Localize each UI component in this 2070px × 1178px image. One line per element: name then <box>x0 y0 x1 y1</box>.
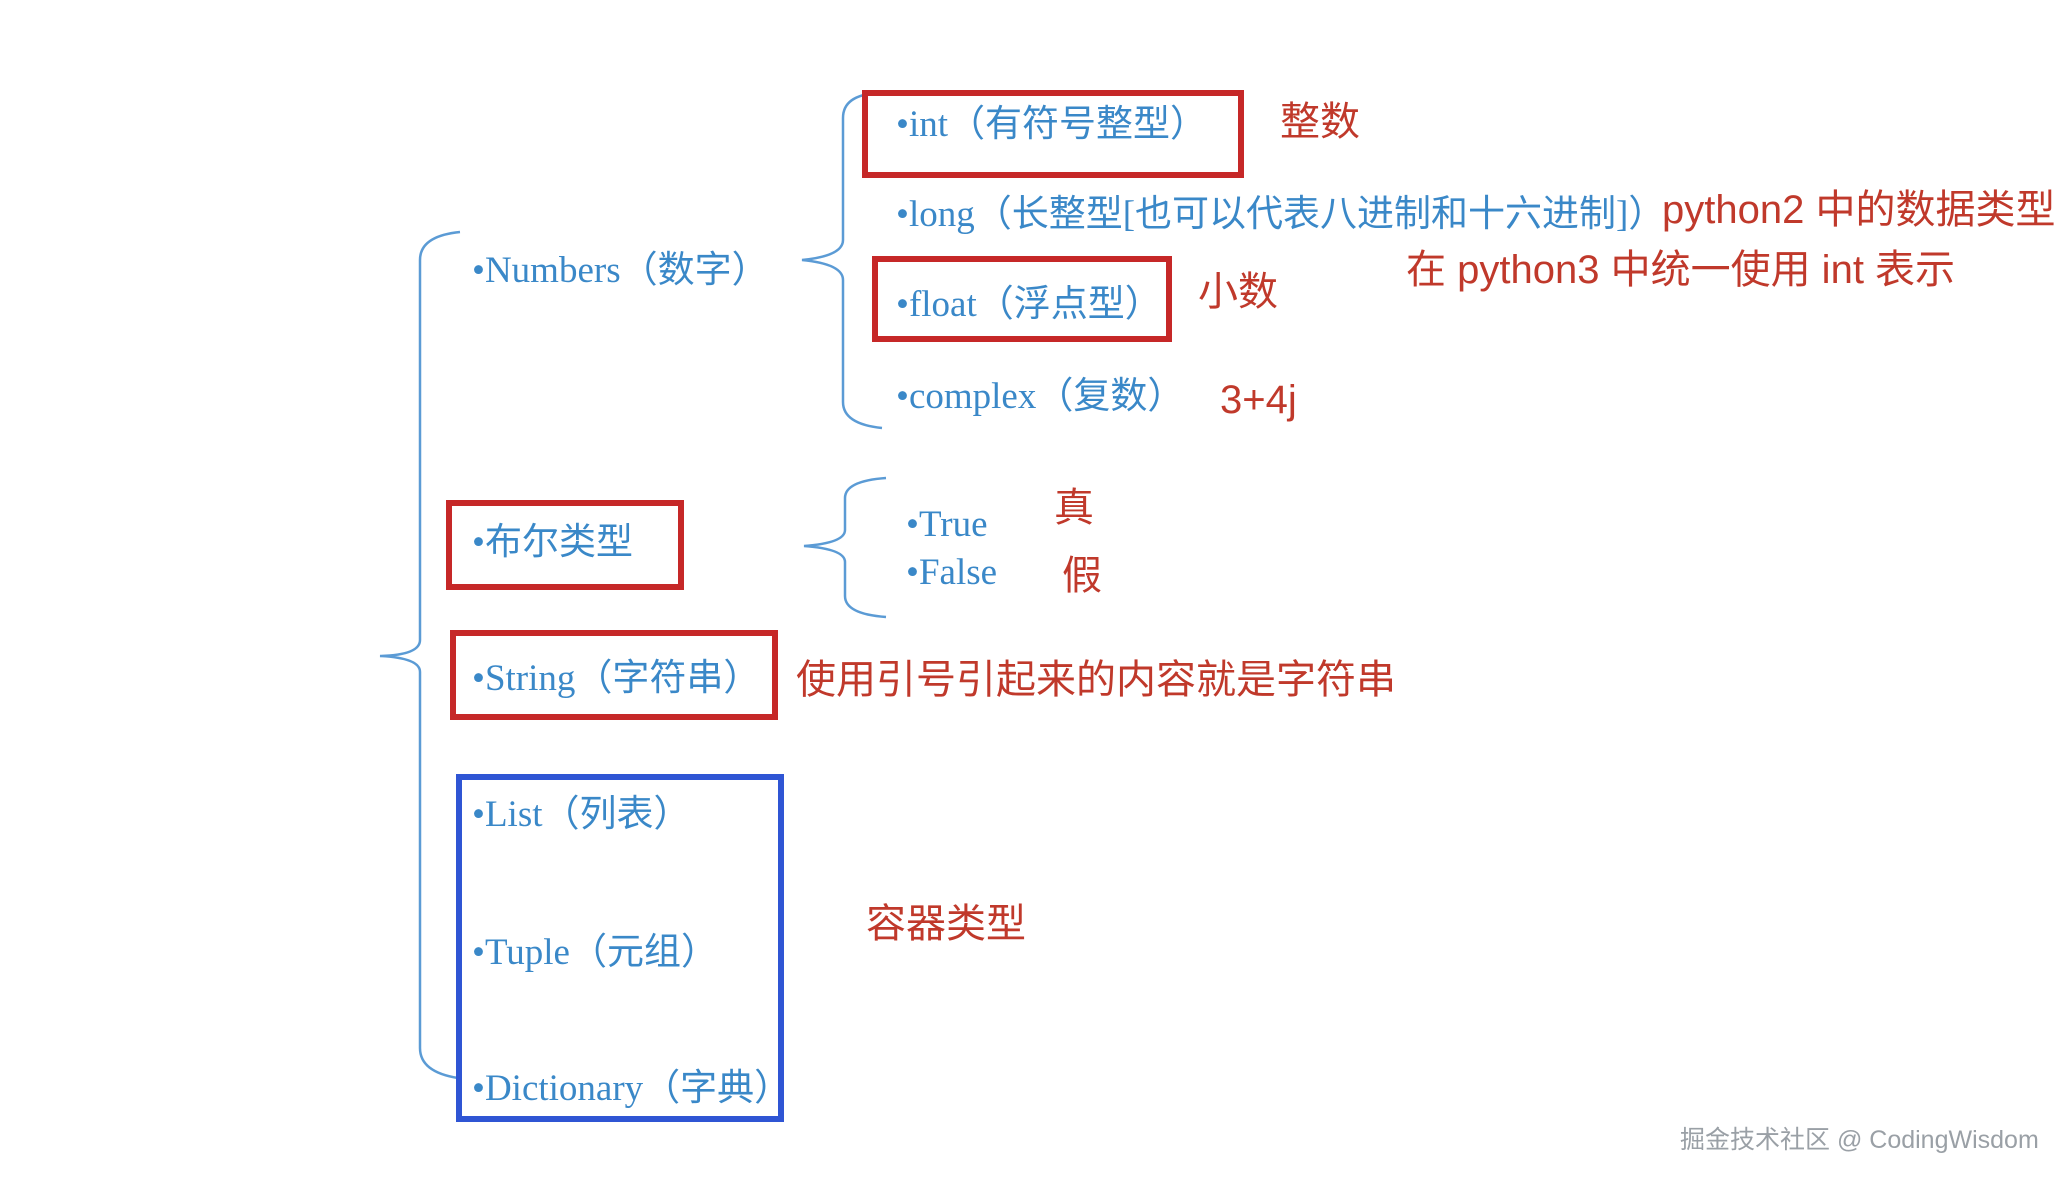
node-list: •List（列表） <box>472 794 691 835</box>
node-true: •True <box>906 504 988 545</box>
note-false: 假 <box>1062 554 1102 598</box>
node-float: •float（浮点型） <box>896 284 1162 325</box>
note-long-line1: python2 中的数据类型 <box>1662 188 2056 232</box>
highlight-box-int <box>862 90 1244 178</box>
main-brace <box>379 230 461 1080</box>
node-complex: •complex（复数） <box>896 376 1185 417</box>
note-complex: 3+4j <box>1220 378 1297 422</box>
note-float: 小数 <box>1198 270 1278 314</box>
note-true: 真 <box>1054 486 1094 530</box>
note-int: 整数 <box>1280 100 1360 144</box>
node-int: •int（有符号整型） <box>896 104 1208 145</box>
highlight-box-bool <box>446 500 684 590</box>
highlight-box-string <box>450 630 778 720</box>
bool-brace <box>803 476 887 619</box>
node-false: •False <box>906 552 998 593</box>
numbers-brace <box>801 91 883 430</box>
note-string: 使用引号引起来的内容就是字符串 <box>796 658 1396 702</box>
container-box <box>456 774 784 1122</box>
note-long-line2: 在 python3 中统一使用 int 表示 <box>1406 248 1956 292</box>
node-string: •String（字符串） <box>472 658 761 699</box>
highlight-box-float <box>872 256 1172 342</box>
node-bool: •布尔类型 <box>472 522 633 563</box>
node-tuple: •Tuple（元组） <box>472 932 718 973</box>
note-container: 容器类型 <box>866 902 1026 946</box>
node-dictionary: •Dictionary（字典） <box>472 1068 792 1109</box>
node-long: •long（长整型[也可以代表八进制和十六进制]） <box>896 194 1666 235</box>
watermark: 掘金技术社区 @ CodingWisdom <box>1680 1126 2039 1154</box>
node-numbers: •Numbers（数字） <box>472 250 769 291</box>
